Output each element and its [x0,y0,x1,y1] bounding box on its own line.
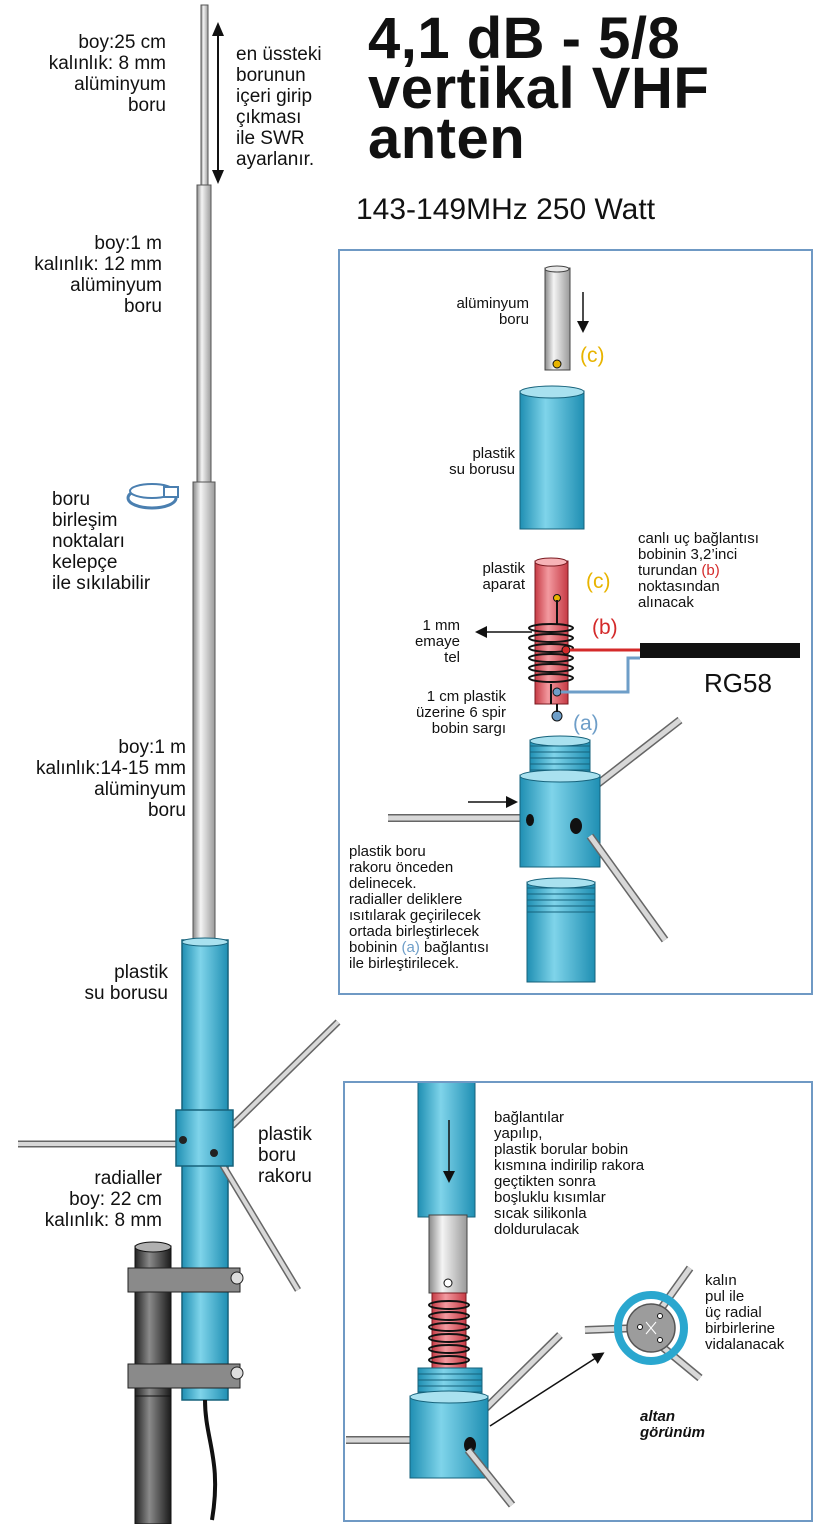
p1-fitting-note-a: (a) [397,939,420,956]
p1-point-a: (a) [573,712,599,735]
p1-pvc-pipe: plastik su borusu [449,445,515,478]
p1-hot-lead-2: noktasından alınacak [638,578,720,611]
p1-fitting-note-1: plastik boru rakoru önceden delinecek. r… [349,843,481,956]
p1-fitting-note-2: bağlantısı ile birleştirilecek. [349,939,490,972]
p1-hot-lead: canlı uç bağlantısı bobinin 3,2’inci tur… [638,531,759,611]
top-tube [200,4,209,188]
p2-bottom-view: altan görünüm [640,1408,705,1441]
label-top-tube: boy:25 cm kalınlık: 8 mm alüminyum boru [48,32,166,116]
label-lower-pvc: plastik su borusu [84,962,168,1004]
panel2-art [346,1081,703,1508]
label-swr-note: en üssteki borunun içeri girip çıkması i… [236,44,322,170]
antenna-element-group [18,4,341,1524]
label-radials: radialler boy: 22 cm kalınlık: 8 mm [44,1168,162,1231]
p1-hot-lead-1: canlı uç bağlantısı bobinin 3,2’inci tur… [638,530,759,579]
p1-point-c: (c) [580,344,605,367]
p2-washer-note: kalın pul ile üç radial birbirlerine vid… [705,1272,785,1353]
p1-apparatus: plastik aparat [482,560,525,593]
hose-clamp-icon [126,483,179,510]
p2-assembly-note: bağlantılar yapılıp, plastik borular bob… [494,1109,645,1238]
panel1-art [388,265,800,983]
p1-coil: 1 cm plastik üzerine 6 spir bobin sargı [415,688,506,737]
page-subtitle: 143-149MHz 250 Watt [356,193,656,226]
page-title: 4,1 dB - 5/8 vertikal VHF anten [368,6,710,171]
p1-point-c2: (c) [586,570,611,593]
label-third-tube: boy:1 m kalınlık:14-15 mm alüminyum boru [36,737,186,821]
mast-clamp-bottom [127,1363,241,1389]
washer-bottom-view [584,1265,703,1382]
coax-cable [203,1399,218,1521]
p1-alu-tube: alüminyum boru [456,295,529,328]
mast-clamp-top [127,1267,241,1293]
rg58-cable [640,643,800,658]
lower-pvc-pipe [181,939,229,1401]
second-tube [196,184,212,484]
label-second-tube: boy:1 m kalınlık: 12 mm alüminyum boru [34,233,162,317]
p1-fitting-note: plastik boru rakoru önceden delinecek. r… [349,844,489,972]
support-mast [134,1389,172,1524]
label-fitting: plastik boru rakoru [258,1124,312,1187]
third-tube [192,481,216,945]
label-clamp-note: boru birleşim noktaları kelepçe ile sıkı… [52,489,151,594]
p1-wire: 1 mm emaye tel [414,617,460,666]
p1-point-b: (b) [592,616,618,639]
coil-detail-panel [338,249,813,995]
p1-cable: RG58 [704,668,772,698]
assembly-detail-panel [343,1081,813,1522]
p1-hot-lead-b: (b) [697,562,720,579]
